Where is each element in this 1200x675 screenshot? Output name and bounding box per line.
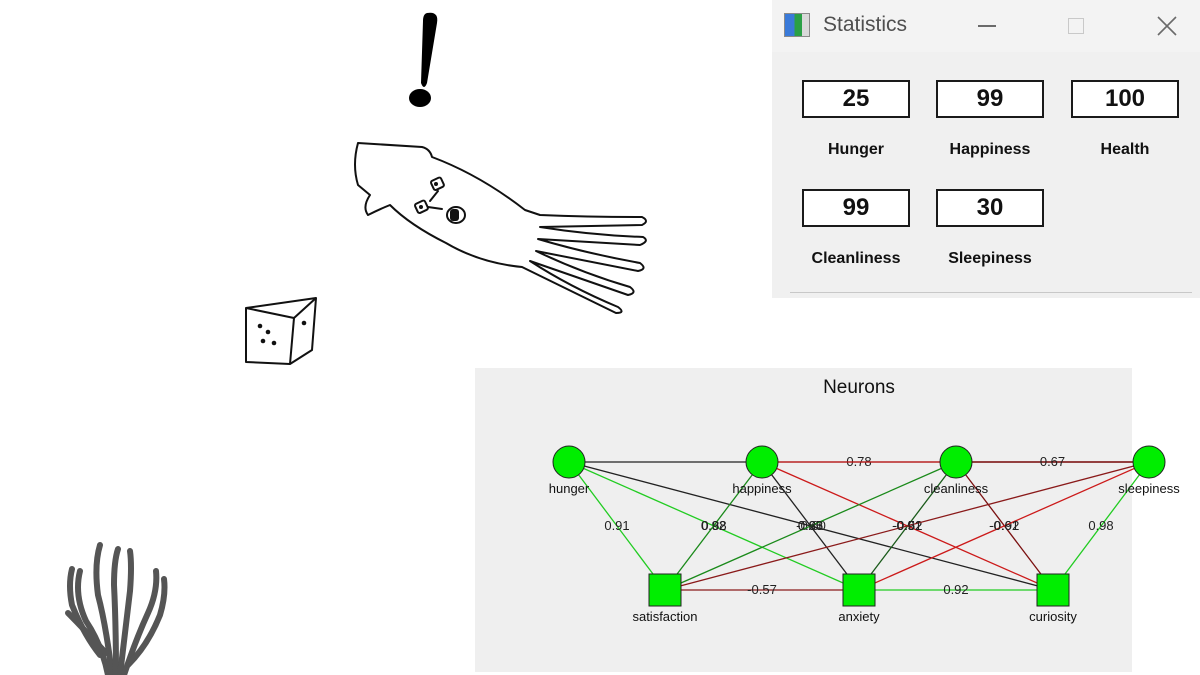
hunger-value: 25 [802, 80, 910, 118]
hunger-label: Hunger [828, 141, 884, 158]
neurons-title: Neurons [823, 377, 895, 398]
plant-decoration [65, 542, 168, 675]
edge-sleepiness-anxiety [858, 461, 1150, 591]
title-bar[interactable]: Statistics [772, 0, 1200, 52]
sleepiness-value: 30 [936, 189, 1044, 227]
app-window-icon [784, 13, 810, 37]
cleanliness-value: 99 [802, 189, 910, 227]
neuron-label-satisfaction: satisfaction [632, 609, 697, 624]
neuron-label-happiness: happiness [732, 481, 792, 496]
maximize-button[interactable] [1053, 0, 1099, 52]
neuron-graph: 0.780.580.670.910.88-0.600.920.65-0.520.… [549, 445, 1180, 624]
close-icon [1157, 16, 1177, 36]
neuron-label-hunger: hunger [549, 481, 590, 496]
neuron-label-cleanliness: cleanliness [924, 481, 989, 496]
window-title: Statistics [823, 13, 908, 36]
health-value: 100 [1071, 80, 1179, 118]
edge-weight-label: -0.61 [989, 518, 1019, 533]
edge-weight-label: 0.92 [943, 582, 968, 597]
squid-pet[interactable] [350, 135, 670, 335]
edge-happiness-satisfaction [664, 461, 763, 591]
close-button[interactable] [1144, 0, 1190, 52]
neuron-node-cleanliness[interactable] [939, 445, 973, 479]
edge-sleepiness-satisfaction [664, 461, 1150, 591]
edge-weight-label: 0.91 [604, 518, 629, 533]
neuron-label-curiosity: curiosity [1029, 609, 1077, 624]
happiness-label: Happiness [949, 141, 1031, 158]
minimize-button[interactable] [964, 0, 1010, 52]
neuron-label-anxiety: anxiety [838, 609, 880, 624]
neuron-label-sleepiness: sleepiness [1118, 481, 1180, 496]
cheese-food[interactable] [238, 292, 328, 372]
maximize-icon [1068, 18, 1084, 34]
edge-weight-label: -0.57 [747, 582, 777, 597]
neuron-node-anxiety[interactable] [842, 573, 876, 607]
edge-weight-label: -0.91 [892, 518, 922, 533]
edge-weight-label: 0.67 [1040, 454, 1065, 469]
edge-weight-label: 0.98 [1088, 518, 1113, 533]
statistics-window: Statistics 25 Hunger 99 Happiness 100 He… [772, 0, 1200, 298]
cleanliness-label: Cleanliness [811, 250, 901, 267]
neurons-panel: Neurons 0.780.580.670.910.88-0.600.920.6… [475, 368, 1180, 672]
edge-weight-label: 0.92 [701, 518, 726, 533]
edge-sleepiness-curiosity [1052, 461, 1150, 591]
neuron-node-hunger[interactable] [552, 445, 586, 479]
edge-weight-label: 0.83 [798, 518, 823, 533]
health-label: Health [1100, 141, 1150, 158]
sleepiness-label: Sleepiness [948, 250, 1032, 267]
neuron-node-curiosity[interactable] [1036, 573, 1070, 607]
neuron-node-sleepiness[interactable] [1132, 445, 1166, 479]
happiness-value: 99 [936, 80, 1044, 118]
edge-cleanliness-satisfaction [664, 461, 957, 591]
neuron-node-satisfaction[interactable] [648, 573, 682, 607]
neuron-node-happiness[interactable] [745, 445, 779, 479]
edge-hunger-satisfaction [568, 461, 666, 591]
divider [790, 292, 1192, 293]
alert-exclamation-icon [409, 12, 438, 107]
minimize-icon [978, 25, 996, 27]
